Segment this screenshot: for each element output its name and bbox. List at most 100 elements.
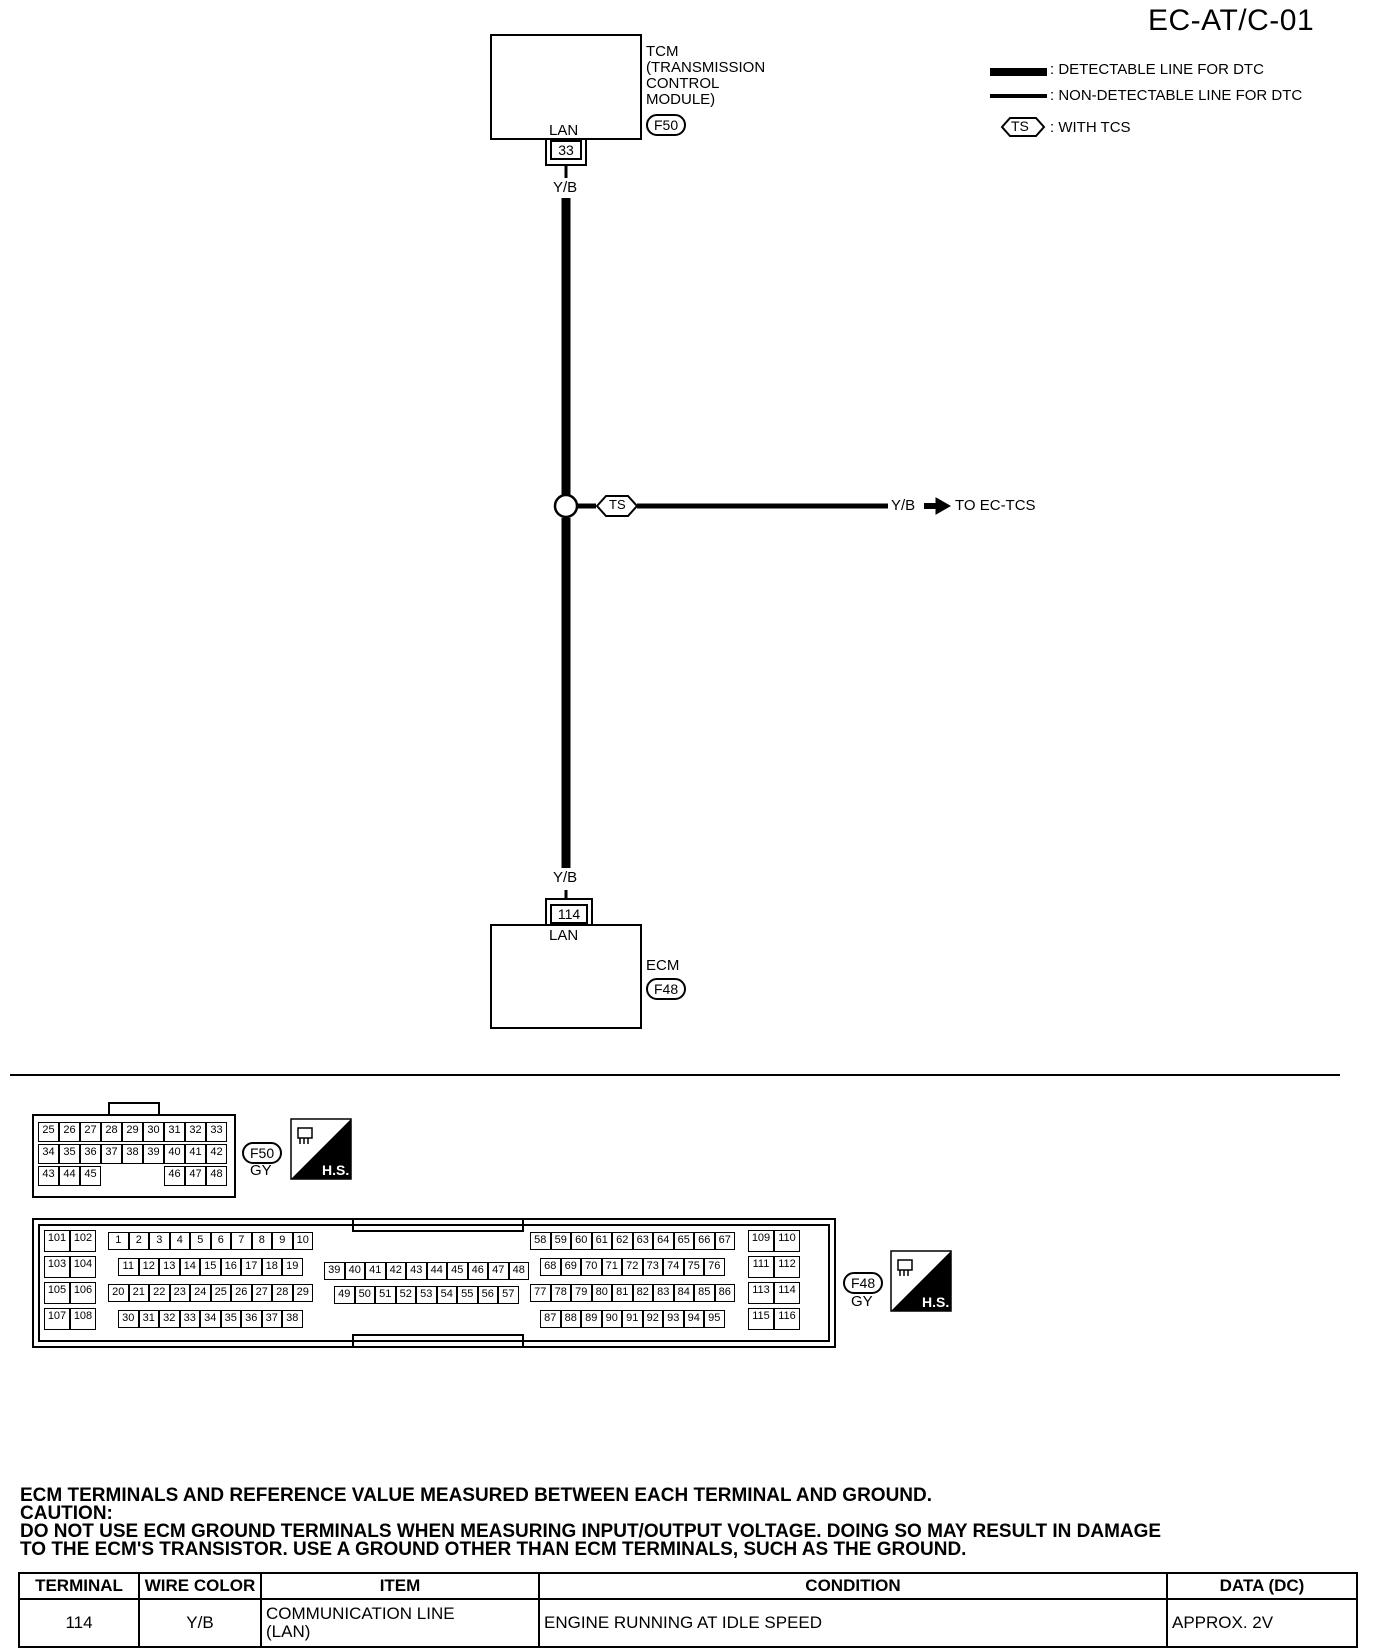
connector-cavity: 109 <box>748 1230 774 1252</box>
connector-cavity: 68 <box>540 1258 561 1276</box>
connector-cavity: 81 <box>612 1284 633 1302</box>
connector-cavity: 61 <box>591 1232 612 1250</box>
connector-cavity: 60 <box>571 1232 592 1250</box>
connector-cavity: 40 <box>164 1144 185 1164</box>
connector-cavity: 25 <box>38 1122 59 1142</box>
connector-cavity: 87 <box>540 1310 561 1328</box>
connector-cavity: 29 <box>122 1122 143 1142</box>
connector-f48-color: GY <box>851 1293 873 1310</box>
connector-cavity: 102 <box>70 1230 96 1252</box>
terminal-table: TERMINAL WIRE COLOR ITEM CONDITION DATA … <box>18 1572 1358 1648</box>
tcs-branch-symbol-text: TS <box>609 497 626 512</box>
connector-cavity: 16 <box>220 1258 241 1276</box>
connector-cavity: 103 <box>44 1256 70 1278</box>
connector-cavity: 69 <box>560 1258 581 1276</box>
connector-cavity: 52 <box>395 1286 416 1304</box>
connector-cavity: 47 <box>488 1262 509 1280</box>
connector-cavity: 65 <box>673 1232 694 1250</box>
cell-item: COMMUNICATION LINE (LAN) <box>260 1598 540 1648</box>
connector-cavity: 28 <box>272 1284 293 1302</box>
cell-wire-color: Y/B <box>138 1598 262 1648</box>
connector-cavity: 21 <box>128 1284 149 1302</box>
connector-f48-bottom-key <box>352 1334 524 1348</box>
legend-with-tcs-label: : WITH TCS <box>1050 119 1131 136</box>
harness-side-icon <box>290 1118 352 1180</box>
connector-cavity: 35 <box>59 1144 80 1164</box>
tcm-pin-number: 33 <box>550 140 582 160</box>
connector-cavity: 41 <box>185 1144 206 1164</box>
connector-cavity: 74 <box>663 1258 684 1276</box>
notes-line-4: TO THE ECM'S TRANSISTOR. USE A GROUND OT… <box>20 1539 967 1560</box>
tcm-label: TCM (TRANSMISSION CONTROL MODULE) <box>646 44 765 108</box>
connector-cavity: 105 <box>44 1282 70 1304</box>
connector-cavity: 48 <box>206 1166 227 1186</box>
connector-cavity: 42 <box>206 1144 227 1164</box>
ecm-box <box>490 924 642 1029</box>
tcm-pin-terminal <box>545 140 587 166</box>
connector-cavity: 77 <box>530 1284 551 1302</box>
connector-cavity: 107 <box>44 1308 70 1330</box>
connector-cavity: 38 <box>122 1144 143 1164</box>
connector-cavity: 30 <box>118 1310 139 1328</box>
harness-side-label: H.S. <box>322 1162 350 1178</box>
connector-cavity: 88 <box>560 1310 581 1328</box>
connector-cavity: 10 <box>292 1232 313 1250</box>
connector-f48-top-key <box>352 1218 524 1232</box>
connector-cavity: 32 <box>185 1122 206 1142</box>
header-data: DATA (DC) <box>1166 1572 1358 1600</box>
connector-cavity: 22 <box>149 1284 170 1302</box>
connector-f50-id: F50 <box>242 1142 283 1164</box>
ecm-pin-label: LAN <box>549 927 579 944</box>
connector-cavity: 83 <box>653 1284 674 1302</box>
header-terminal: TERMINAL <box>18 1572 140 1600</box>
connector-cavity: 19 <box>282 1258 303 1276</box>
tcm-box <box>490 34 642 140</box>
splice-point <box>553 493 579 519</box>
connector-cavity: 1 <box>108 1232 129 1250</box>
legend-non-detectable-label: : NON-DETECTABLE LINE FOR DTC <box>1050 87 1303 104</box>
connector-cavity: 94 <box>683 1310 704 1328</box>
notes: ECM TERMINALS AND REFERENCE VALUE MEASUR… <box>20 1485 1161 1560</box>
connector-cavity: 33 <box>206 1122 227 1142</box>
tcm-connector-id: F50 <box>646 114 687 136</box>
connector-f48-id: F48 <box>843 1272 884 1294</box>
connector-cavity: 113 <box>748 1282 774 1304</box>
notes-line-1: ECM TERMINALS AND REFERENCE VALUE MEASUR… <box>20 1485 933 1506</box>
connector-cavity: 29 <box>292 1284 313 1302</box>
connector-cavity: 18 <box>261 1258 282 1276</box>
connector-cavity: 45 <box>80 1166 101 1186</box>
connector-cavity: 57 <box>498 1286 519 1304</box>
connector-cavity: 31 <box>138 1310 159 1328</box>
header-wire-color: WIRE COLOR <box>138 1572 262 1600</box>
connector-cavity: 12 <box>138 1258 159 1276</box>
connector-cavity: 43 <box>406 1262 427 1280</box>
connector-cavity: 44 <box>426 1262 447 1280</box>
connector-cavity: 34 <box>200 1310 221 1328</box>
connector-cavity: 46 <box>467 1262 488 1280</box>
connector-cavity: 44 <box>59 1166 80 1186</box>
connector-cavity: 5 <box>190 1232 211 1250</box>
connector-cavity: 85 <box>694 1284 715 1302</box>
connector-cavity: 115 <box>748 1308 774 1330</box>
cell-terminal: 114 <box>18 1598 140 1648</box>
harness-side-icon <box>890 1250 952 1312</box>
connector-cavity: 95 <box>704 1310 725 1328</box>
page-code: EC-AT/C-01 <box>1148 4 1315 37</box>
connector-cavity: 46 <box>164 1166 185 1186</box>
connector-cavity: 28 <box>101 1122 122 1142</box>
connector-cavity: 112 <box>774 1256 800 1278</box>
connector-cavity: 92 <box>642 1310 663 1328</box>
legend-detectable-label: : DETECTABLE LINE FOR DTC <box>1050 61 1264 78</box>
cell-item-line-1: COMMUNICATION LINE <box>266 1604 455 1623</box>
connector-cavity: 2 <box>128 1232 149 1250</box>
connector-cavity: 80 <box>591 1284 612 1302</box>
connector-cavity: 24 <box>190 1284 211 1302</box>
connector-cavity: 53 <box>416 1286 437 1304</box>
legend: : DETECTABLE LINE FOR DTC : NON-DETECTAB… <box>990 60 1370 140</box>
tcm-label-line: MODULE) <box>646 91 716 108</box>
connector-cavity: 17 <box>241 1258 262 1276</box>
ecm-pin-terminal <box>545 898 593 924</box>
connector-cavity: 4 <box>169 1232 190 1250</box>
connector-cavity: 49 <box>334 1286 355 1304</box>
connector-cavity: 7 <box>231 1232 252 1250</box>
